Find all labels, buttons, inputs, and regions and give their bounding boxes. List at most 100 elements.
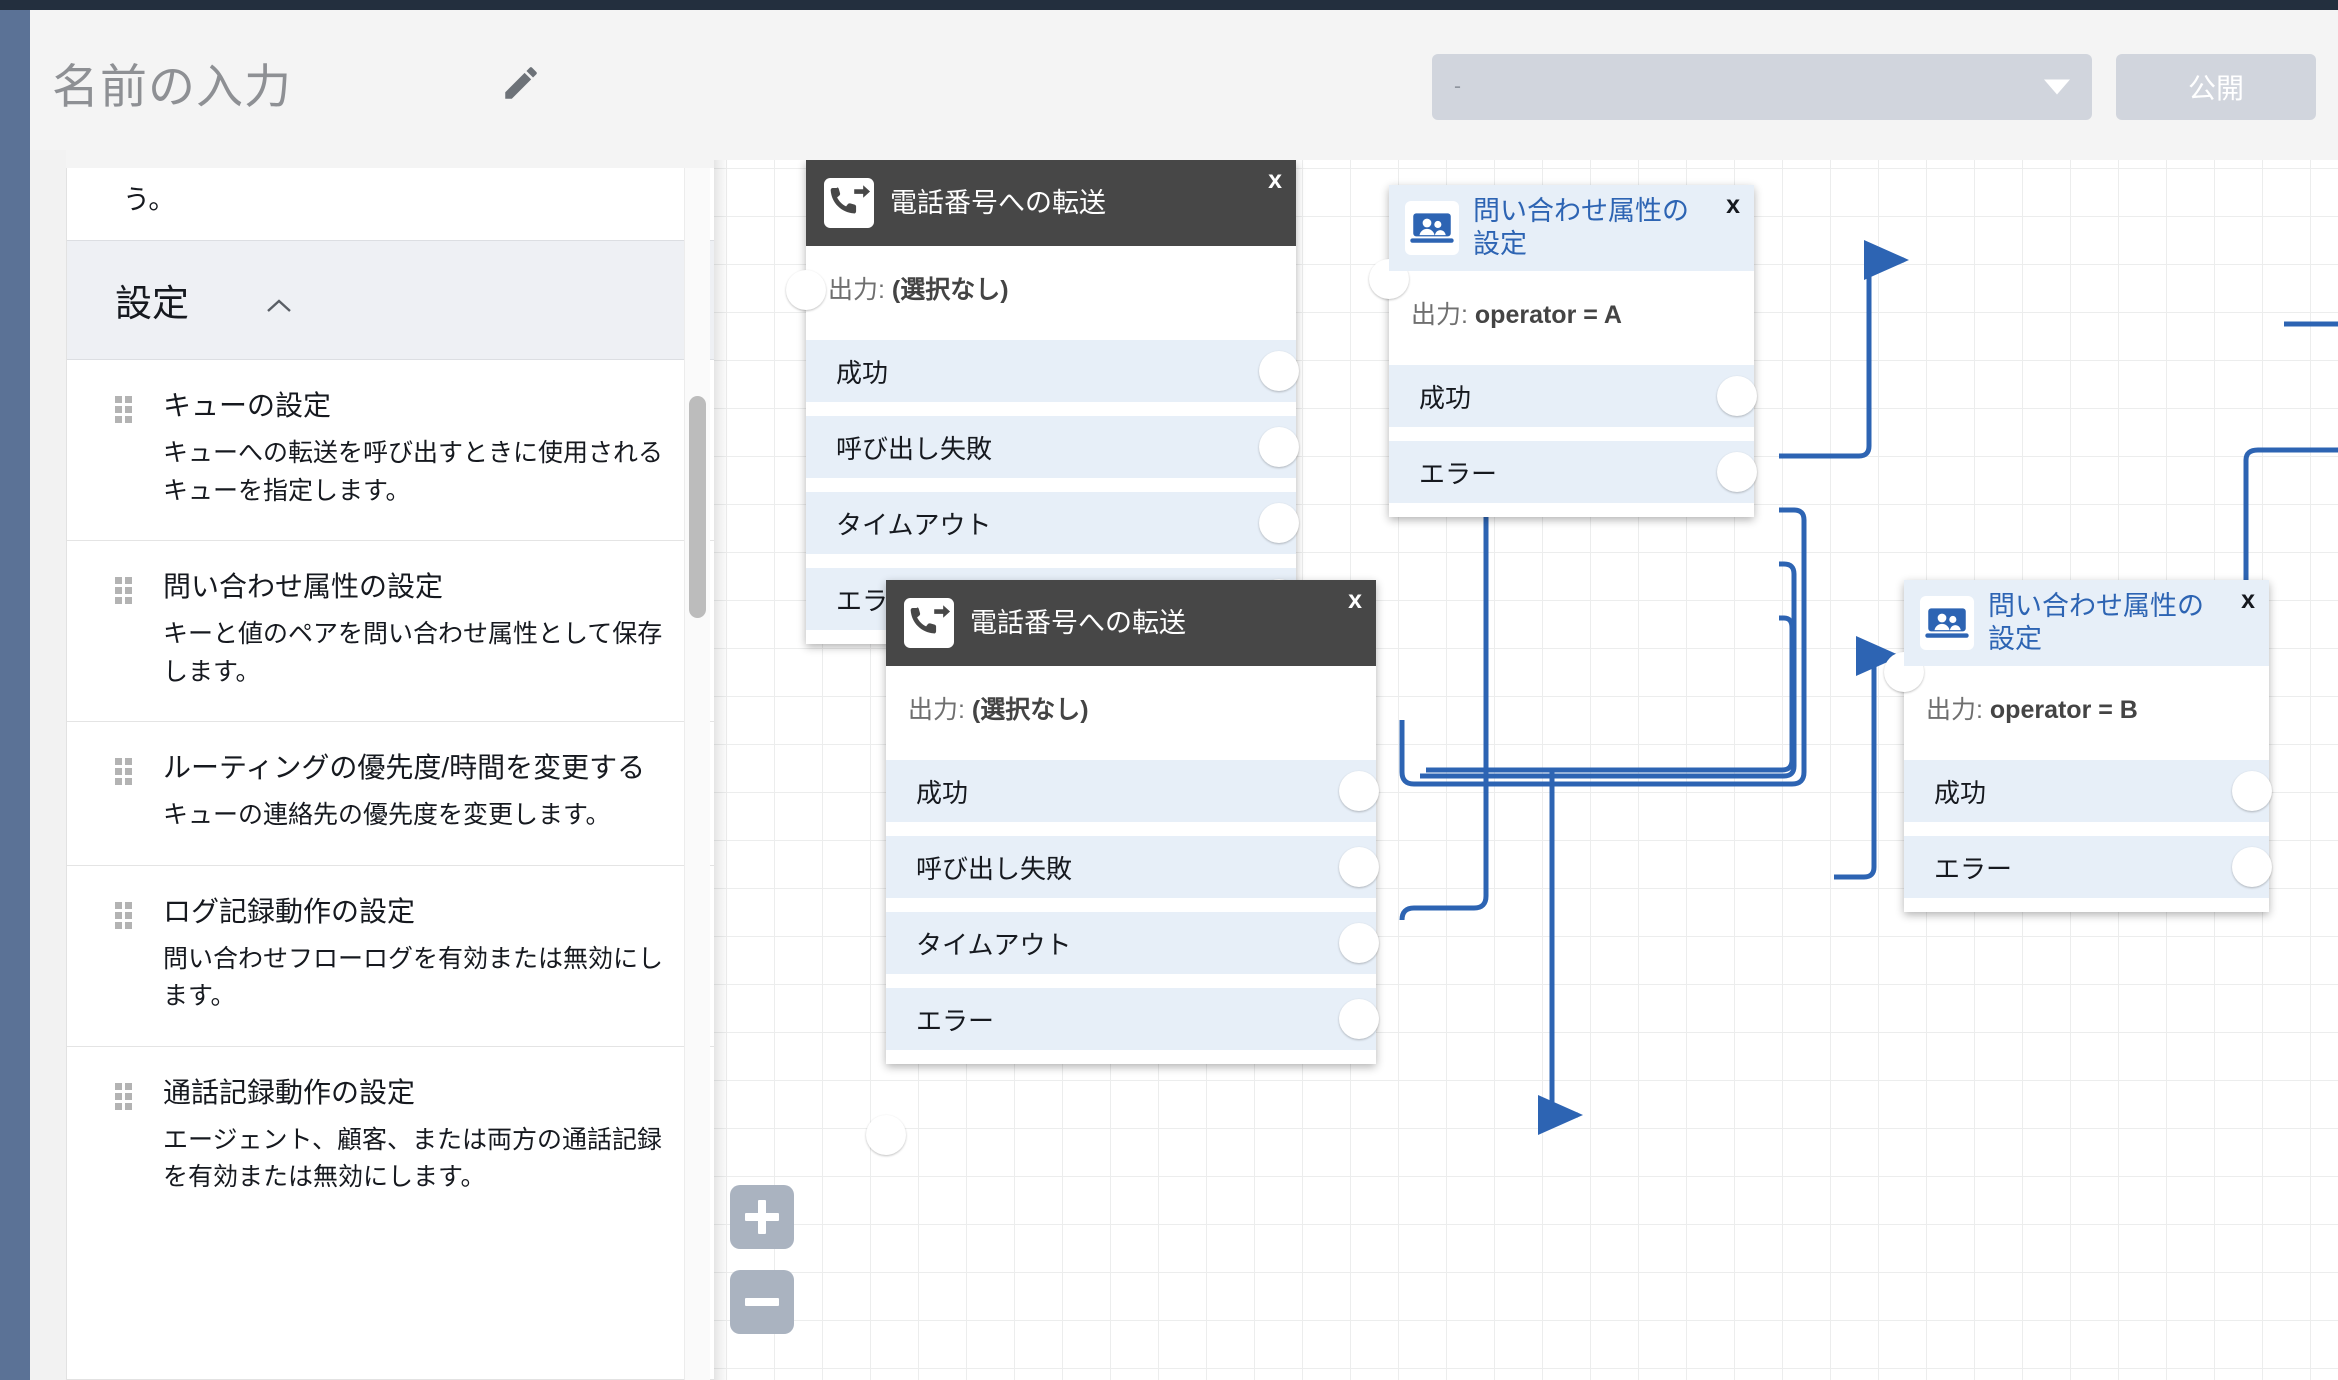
drag-handle-icon[interactable] [115,1082,135,1111]
sidebar-section-settings[interactable]: 設定 [67,240,715,360]
node-output-value: (選択なし) [891,276,1009,304]
drag-handle-icon[interactable] [115,577,135,605]
port-call-failure[interactable]: 呼び出し失敗 [886,836,1379,898]
drag-handle-icon[interactable] [115,901,135,930]
close-icon[interactable]: x [2241,586,2255,614]
port-connector[interactable] [1259,351,1299,391]
node-title: 問い合わせ属性の設定 [1473,196,1689,259]
node-output-text: 出力: (選択なし) [828,270,1276,306]
node-output-prefix: 出力: [828,276,892,304]
port-label: エラー [1934,853,2013,884]
node-output-text: 出力: operator = A [1411,295,1734,331]
port-label: 成功 [1934,777,1987,808]
port-label: エラー [916,1005,995,1036]
node-title: 電話番号への転送 [970,607,1186,638]
sidebar-item-description: キューの連絡先の優先度を変更します。 [163,801,611,829]
drag-handle-icon[interactable] [115,396,135,424]
phone-forward-icon [822,176,876,230]
node-title: 電話番号への転送 [890,187,1106,218]
port-success[interactable]: 成功 [1904,760,2272,822]
chevron-up-icon [265,297,293,315]
page-header: 名前の入力 - 公開 [30,10,2338,150]
port-success[interactable]: 成功 [1389,365,1757,427]
pencil-icon[interactable] [500,62,542,104]
port-connector[interactable] [1339,999,1379,1039]
port-call-failure[interactable]: 呼び出し失敗 [806,416,1299,478]
left-rail-background [30,10,66,1380]
sidebar-item-description: 問い合わせフローログを有効または無効にします。 [163,944,664,1011]
node-input-port[interactable] [866,1115,906,1155]
zoom-in-button[interactable] [730,1185,794,1249]
port-label: 呼び出し失敗 [916,853,1073,884]
node-body: 出力: operator = A [1389,271,1754,365]
node-header[interactable]: 問い合わせ属性の設定 x [1389,185,1754,271]
flow-canvas[interactable]: 電話番号への転送 x 出力: (選択なし) 成功 呼び出し失敗 タイムアウト エ… [714,160,2338,1380]
port-success[interactable]: 成功 [806,340,1299,402]
top-dark-bar [0,0,2338,10]
node-title: 問い合わせ属性の設定 [1988,591,2204,654]
sidebar-scrollbar[interactable] [684,168,710,1380]
port-connector[interactable] [2232,847,2272,887]
sidebar-item-set-recording-behavior[interactable]: 通話記録動作の設定 エージェント、顧客、または両方の通話記録を有効または無効にし… [67,1047,715,1227]
sidebar-item-label: 通話記録動作の設定 [163,1076,416,1108]
sidebar-item-description: キーと値のペアを問い合わせ属性として保存します。 [163,620,663,686]
sidebar-item-set-contact-attributes[interactable]: 問い合わせ属性の設定 キーと値のペアを問い合わせ属性として保存します。 [67,541,715,722]
plus-icon-vertical [758,1200,766,1234]
port-connector[interactable] [1339,847,1379,887]
flow-type-value: - [1454,75,1461,98]
port-connector[interactable] [1259,427,1299,467]
port-label: 呼び出し失敗 [836,433,993,464]
port-connector[interactable] [1339,771,1379,811]
port-connector[interactable] [1717,376,1757,416]
node-input-port[interactable] [786,270,826,310]
port-label: 成功 [916,777,969,808]
publish-button[interactable]: 公開 [2116,54,2316,120]
close-icon[interactable]: x [1348,586,1362,614]
sidebar-item-change-routing-priority[interactable]: ルーティングの優先度/時間を変更する キューの連絡先の優先度を変更します。 [67,722,715,866]
port-error[interactable]: エラー [886,988,1379,1050]
node-set-contact-attributes-a[interactable]: 問い合わせ属性の設定 x 出力: operator = A 成功 エラー [1369,185,1757,517]
close-icon[interactable]: x [1726,191,1740,219]
port-label: 成功 [836,357,889,388]
port-connector[interactable] [1717,452,1757,492]
node-body: 出力: operator = B [1904,666,2269,760]
contact-attributes-icon [1405,201,1459,255]
flow-type-select[interactable]: - [1432,54,2092,120]
node-ports: 成功 エラー [1904,760,2272,912]
port-connector[interactable] [1339,923,1379,963]
page-title: 名前の入力 [52,60,292,113]
port-label: エラー [1419,458,1498,489]
node-output-prefix: 出力: [1411,301,1475,329]
node-header[interactable]: 電話番号への転送 x [806,160,1296,246]
node-set-contact-attributes-b[interactable]: 問い合わせ属性の設定 x 出力: operator = B 成功 エラー [1884,580,2272,912]
node-output-text: 出力: (選択なし) [908,690,1356,726]
port-error[interactable]: エラー [1389,441,1757,503]
node-body: 出力: (選択なし) [886,666,1376,760]
node-header[interactable]: 問い合わせ属性の設定 x [1904,580,2269,666]
sidebar-section-label: 設定 [115,283,189,324]
port-timeout[interactable]: タイムアウト [806,492,1299,554]
sidebar-item-label: ログ記録動作の設定 [163,895,416,927]
node-ports: 成功 エラー [1389,365,1757,517]
node-transfer-to-phone-number-1[interactable]: 電話番号への転送 x 出力: (選択なし) 成功 呼び出し失敗 タイムアウト エ… [786,160,1299,644]
sidebar-item-queue-settings[interactable]: キューの設定 キューへの転送を呼び出すときに使用されるキューを指定します。 [67,360,715,541]
port-error[interactable]: エラー [1904,836,2272,898]
sidebar-scrollbar-thumb[interactable] [689,396,706,618]
close-icon[interactable]: x [1268,166,1282,194]
port-timeout[interactable]: タイムアウト [886,912,1379,974]
node-output-value: operator = B [1989,696,2138,724]
sidebar-item-set-logging-behavior[interactable]: ログ記録動作の設定 問い合わせフローログを有効または無効にします。 [67,866,715,1047]
node-header[interactable]: 電話番号への転送 x [886,580,1376,666]
sidebar-item-label: キューの設定 [163,390,332,421]
port-success[interactable]: 成功 [886,760,1379,822]
sidebar-item-label: 問い合わせ属性の設定 [163,571,444,602]
left-nav-rail [0,10,30,1380]
connector-wires [1399,240,2338,1135]
port-connector[interactable] [2232,771,2272,811]
drag-handle-icon[interactable] [115,758,135,786]
port-connector[interactable] [1259,503,1299,543]
node-transfer-to-phone-number-2[interactable]: 電話番号への転送 x 出力: (選択なし) 成功 呼び出し失敗 タイムアウト エ… [866,580,1379,1155]
sidebar-item-description: キューへの転送を呼び出すときに使用されるキューを指定します。 [163,439,664,505]
zoom-out-button[interactable] [730,1270,794,1334]
